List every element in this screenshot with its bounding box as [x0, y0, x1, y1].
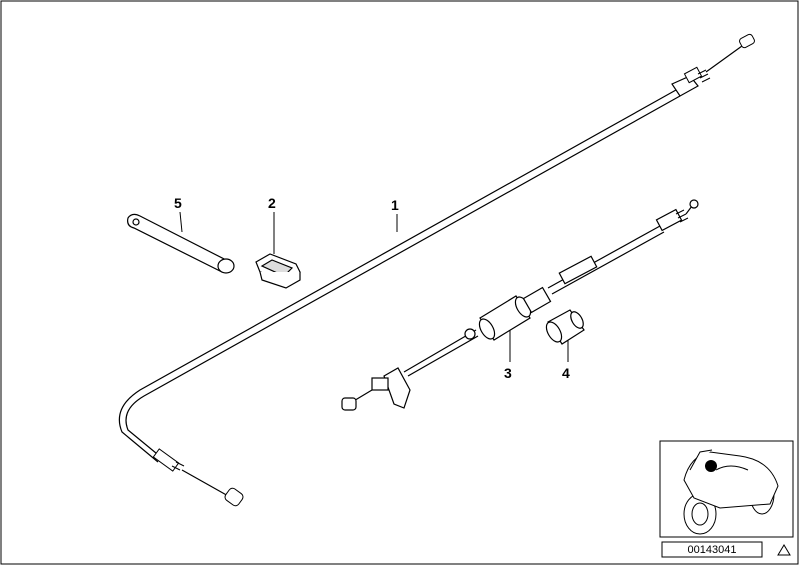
document-number: 00143041 — [688, 544, 737, 556]
location-inset — [659, 440, 794, 538]
part-4-cap — [545, 309, 585, 345]
callout-3: 3 — [504, 365, 512, 381]
callout-4: 4 — [562, 365, 570, 381]
callout-1: 1 — [391, 197, 399, 213]
part-1-long-cable — [118, 33, 755, 507]
document-number-box: 00143041 — [661, 541, 763, 558]
part-5-strap — [127, 213, 235, 274]
location-marker — [705, 460, 717, 472]
part-3-choke-cable — [341, 199, 699, 411]
callout-2: 2 — [268, 195, 276, 211]
callout-5: 5 — [174, 195, 182, 211]
leader-5 — [179, 211, 183, 233]
part-2-clip — [255, 253, 301, 289]
triangle-icon — [777, 544, 791, 556]
